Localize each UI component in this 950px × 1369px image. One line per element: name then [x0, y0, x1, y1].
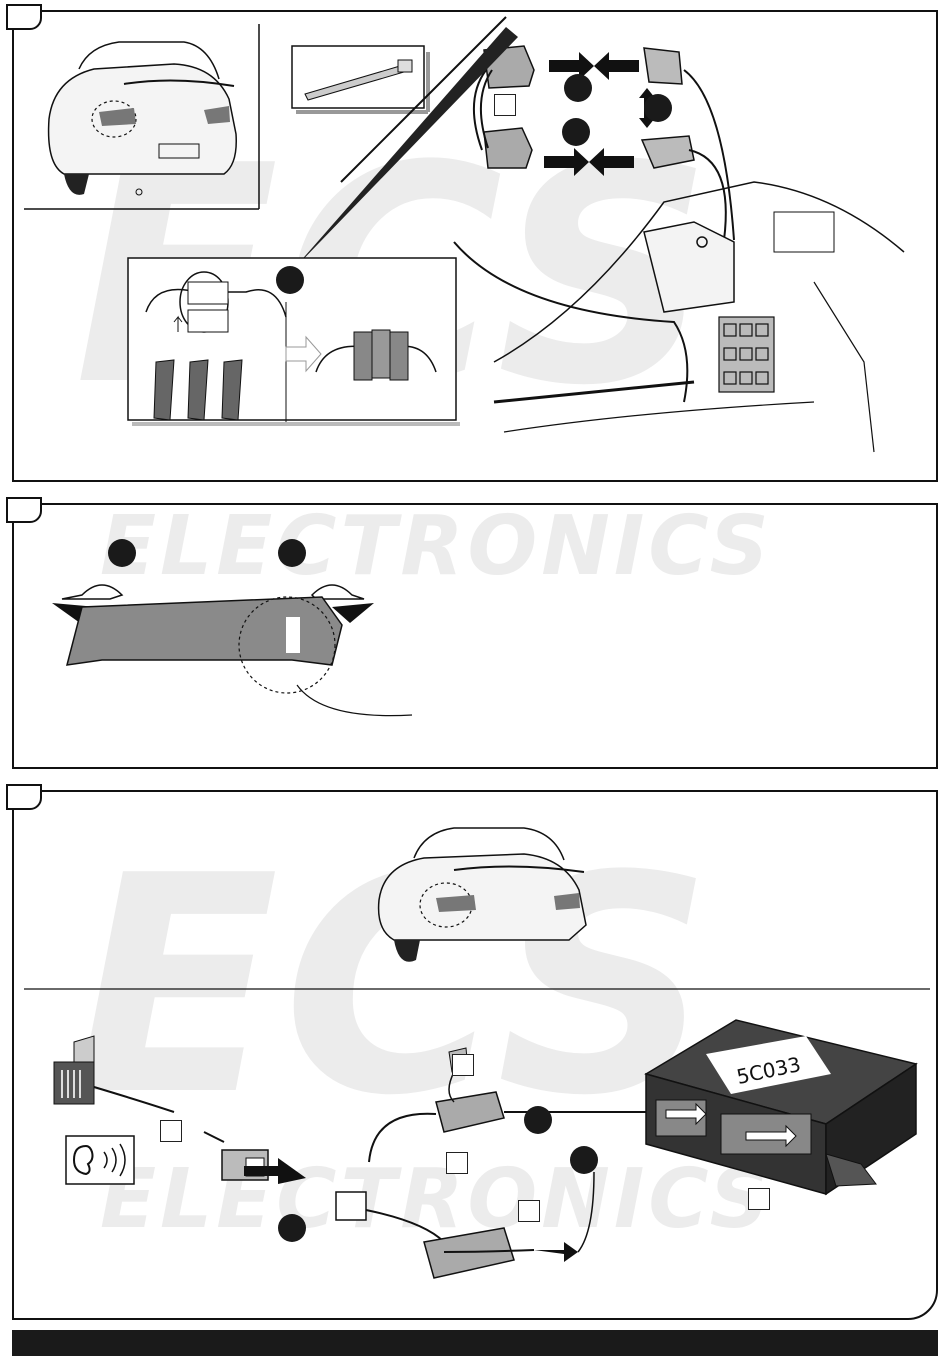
section-divider	[24, 988, 930, 990]
step-marker-d	[276, 266, 304, 294]
step-2-tab	[6, 497, 42, 523]
trunk-cover-removal	[42, 555, 422, 765]
ear-icon	[64, 1134, 138, 1188]
label-box-module	[748, 1188, 770, 1210]
step-marker-c	[562, 118, 590, 146]
car-rear-icon-lower	[364, 820, 604, 970]
label-box-cable	[518, 1200, 540, 1222]
step-marker-b	[644, 94, 672, 122]
step-1-tab	[6, 4, 42, 30]
step-3-panel: ECS ELECTRONICS	[12, 790, 938, 1320]
tape-strip-inset	[126, 182, 476, 434]
label-box-small-connector	[452, 1054, 474, 1076]
buzzer-icon	[44, 1032, 174, 1122]
footer-bar	[12, 1330, 938, 1356]
step-marker-a	[564, 74, 592, 102]
trunk-interior-drawing	[434, 162, 934, 462]
step-marker-harness-1	[524, 1106, 552, 1134]
step-marker-buzzer	[278, 1214, 306, 1242]
label-box-harness	[446, 1152, 468, 1174]
step-1-panel: ECS	[12, 10, 938, 482]
cable-tie-icon	[290, 44, 430, 116]
fuse-block	[719, 317, 774, 392]
step-3-tab	[6, 784, 42, 810]
label-box-buzzer	[160, 1120, 182, 1142]
control-module-icon: 5C033	[626, 1014, 916, 1204]
step-marker-harness-2	[570, 1146, 598, 1174]
label-box	[494, 94, 516, 116]
step-2-panel: ELECTRONICS	[12, 503, 938, 769]
tape-strip-icon	[154, 360, 242, 420]
